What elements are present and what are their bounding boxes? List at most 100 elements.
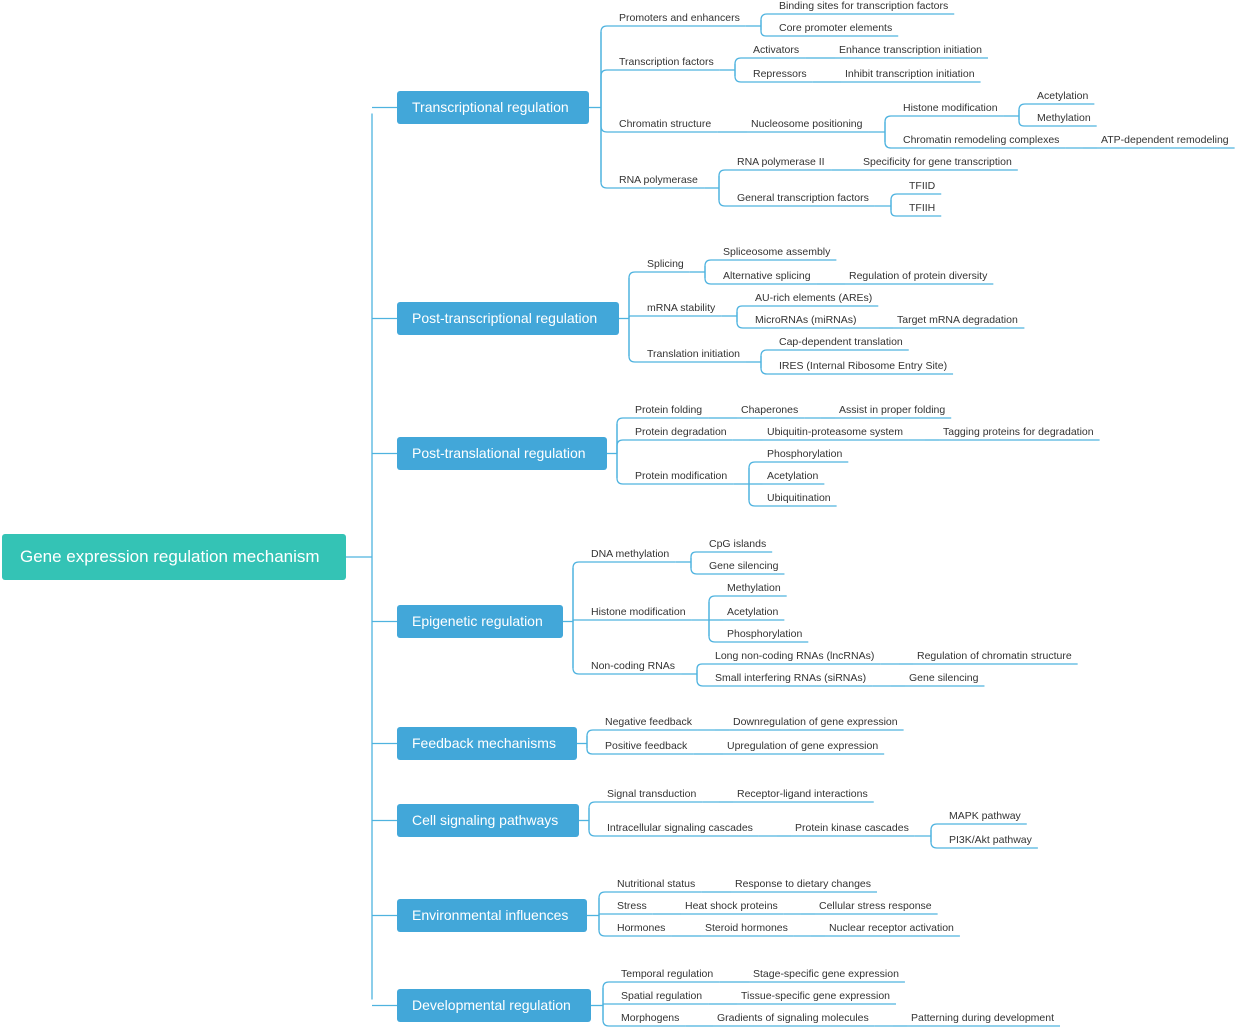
- topic-label[interactable]: Promoters and enhancers: [619, 12, 740, 24]
- topic-label[interactable]: Protein degradation: [635, 426, 727, 438]
- main-topic-7[interactable]: Developmental regulation: [397, 989, 591, 1022]
- topic-label[interactable]: Protein folding: [635, 404, 703, 416]
- connector-curve: [884, 115, 899, 132]
- topic-label[interactable]: Regulation of protein diversity: [849, 270, 988, 282]
- topic-label[interactable]: Steroid hormones: [705, 922, 788, 934]
- topic-label[interactable]: TFIID: [909, 180, 936, 192]
- topic-label[interactable]: Small interfering RNAs (siRNAs): [715, 672, 867, 684]
- topic-label[interactable]: Patterning during development: [911, 1012, 1055, 1024]
- topic-label[interactable]: Assist in proper folding: [839, 404, 946, 416]
- topic-label[interactable]: Nutritional status: [617, 878, 696, 890]
- connector-curve: [930, 823, 945, 836]
- topic-label[interactable]: Tagging proteins for degradation: [943, 426, 1094, 438]
- topic-label[interactable]: DNA methylation: [591, 548, 670, 560]
- topic-label[interactable]: Transcription factors: [619, 56, 714, 68]
- topic-label[interactable]: MicroRNAs (miRNAs): [755, 314, 857, 326]
- topic-label[interactable]: Ubiquitin-proteasome system: [767, 426, 903, 438]
- topic-label[interactable]: Positive feedback: [605, 740, 688, 752]
- topic-label[interactable]: Alternative splicing: [723, 270, 811, 282]
- topic-label[interactable]: Cap-dependent translation: [779, 336, 903, 348]
- main-topic-4[interactable]: Feedback mechanisms: [397, 727, 577, 760]
- topic-label[interactable]: Acetylation: [1037, 90, 1089, 102]
- topic-label[interactable]: ATP-dependent remodeling: [1101, 134, 1229, 146]
- topic-label[interactable]: Stress: [617, 900, 647, 912]
- topic-label[interactable]: Repressors: [753, 68, 807, 80]
- topic-label[interactable]: Protein modification: [635, 470, 728, 482]
- topic-label[interactable]: Methylation: [727, 582, 781, 594]
- main-topic-5[interactable]: Cell signaling pathways: [397, 804, 579, 837]
- topic-label[interactable]: Heat shock proteins: [685, 900, 778, 912]
- connector-curve: [602, 1005, 617, 1027]
- topic-label[interactable]: RNA polymerase II: [737, 156, 825, 168]
- topic-label[interactable]: mRNA stability: [647, 302, 716, 314]
- topic-label[interactable]: Nuclear receptor activation: [829, 922, 954, 934]
- topic-label[interactable]: Acetylation: [767, 470, 819, 482]
- topic-label[interactable]: Tissue-specific gene expression: [741, 990, 891, 1002]
- topic-label[interactable]: Stage-specific gene expression: [753, 968, 899, 980]
- topic-label[interactable]: Histone modification: [903, 102, 998, 114]
- topic-label[interactable]: Methylation: [1037, 112, 1091, 124]
- topic-label[interactable]: Downregulation of gene expression: [733, 716, 898, 728]
- topic-label[interactable]: Histone modification: [591, 606, 686, 618]
- topic-label[interactable]: Phosphorylation: [767, 448, 843, 460]
- topic-label[interactable]: Enhance transcription initiation: [839, 44, 983, 56]
- connector-curve: [718, 188, 733, 207]
- topic-label[interactable]: Acetylation: [727, 606, 779, 618]
- topic-label[interactable]: Translation initiation: [647, 348, 740, 360]
- topic-label[interactable]: Chromatin structure: [619, 118, 712, 130]
- topic-label[interactable]: Splicing: [647, 258, 684, 270]
- topic-label[interactable]: IRES (Internal Ribosome Entry Site): [779, 360, 948, 372]
- topic-label[interactable]: Binding sites for transcription factors: [779, 0, 949, 12]
- topic-label[interactable]: CpG islands: [709, 538, 767, 550]
- topic-label[interactable]: AU-rich elements (AREs): [755, 292, 873, 304]
- topic-label[interactable]: RNA polymerase: [619, 174, 698, 186]
- topic-label[interactable]: PI3K/Akt pathway: [949, 834, 1032, 846]
- topic-label[interactable]: Spatial regulation: [621, 990, 703, 1002]
- connector-curve: [628, 318, 643, 363]
- topic-label[interactable]: MAPK pathway: [949, 810, 1021, 822]
- topic-label[interactable]: Specificity for gene transcription: [863, 156, 1012, 168]
- topic-label[interactable]: Inhibit transcription initiation: [845, 68, 975, 80]
- topic-label[interactable]: Receptor-ligand interactions: [737, 788, 868, 800]
- topic-label[interactable]: Negative feedback: [605, 716, 692, 728]
- topic-label[interactable]: Temporal regulation: [621, 968, 714, 980]
- topic-label[interactable]: Protein kinase cascades: [795, 822, 909, 834]
- root-node[interactable]: Gene expression regulation mechanism: [2, 534, 346, 580]
- topic-label[interactable]: Response to dietary changes: [735, 878, 872, 890]
- topic-label[interactable]: Hormones: [617, 922, 666, 934]
- topic-label[interactable]: Spliceosome assembly: [723, 246, 831, 258]
- connector-curve: [748, 461, 763, 484]
- topic-label[interactable]: Signal transduction: [607, 788, 697, 800]
- topic-label[interactable]: Core promoter elements: [779, 22, 893, 34]
- topic-label[interactable]: Ubiquitination: [767, 492, 831, 504]
- connector-curve: [760, 349, 775, 362]
- connector-curve: [600, 107, 615, 189]
- main-topic-6[interactable]: Environmental influences: [397, 899, 587, 932]
- topic-label[interactable]: Upregulation of gene expression: [727, 740, 879, 752]
- main-topic-0[interactable]: Transcriptional regulation: [397, 91, 589, 124]
- topic-label[interactable]: Target mRNA degradation: [897, 314, 1018, 326]
- topic-label[interactable]: Long non-coding RNAs (lncRNAs): [715, 650, 875, 662]
- connector-curve: [572, 621, 587, 675]
- main-topic-3[interactable]: Epigenetic regulation: [397, 605, 563, 638]
- topic-label[interactable]: Phosphorylation: [727, 628, 803, 640]
- topic-label[interactable]: Chromatin remodeling complexes: [903, 134, 1060, 146]
- topic-label[interactable]: Activators: [753, 44, 800, 56]
- topic-label[interactable]: Intracellular signaling cascades: [607, 822, 753, 834]
- topic-label[interactable]: Gradients of signaling molecules: [717, 1012, 869, 1024]
- topic-label[interactable]: Non-coding RNAs: [591, 660, 676, 672]
- connector-curve: [890, 206, 905, 217]
- topic-label[interactable]: TFIIH: [909, 202, 936, 214]
- topic-label[interactable]: Chaperones: [741, 404, 799, 416]
- connector-curve: [586, 743, 601, 755]
- topic-label[interactable]: Gene silencing: [709, 560, 779, 572]
- topic-label[interactable]: Cellular stress response: [819, 900, 932, 912]
- topic-label[interactable]: General transcription factors: [737, 192, 869, 204]
- topic-label[interactable]: Regulation of chromatin structure: [917, 650, 1072, 662]
- main-topic-2[interactable]: Post-translational regulation: [397, 437, 607, 470]
- main-topic-1[interactable]: Post-transcriptional regulation: [397, 302, 619, 335]
- topic-label[interactable]: Gene silencing: [909, 672, 979, 684]
- topic-label[interactable]: Nucleosome positioning: [751, 118, 863, 130]
- topic-label[interactable]: Morphogens: [621, 1012, 680, 1024]
- connector-curve: [616, 453, 631, 485]
